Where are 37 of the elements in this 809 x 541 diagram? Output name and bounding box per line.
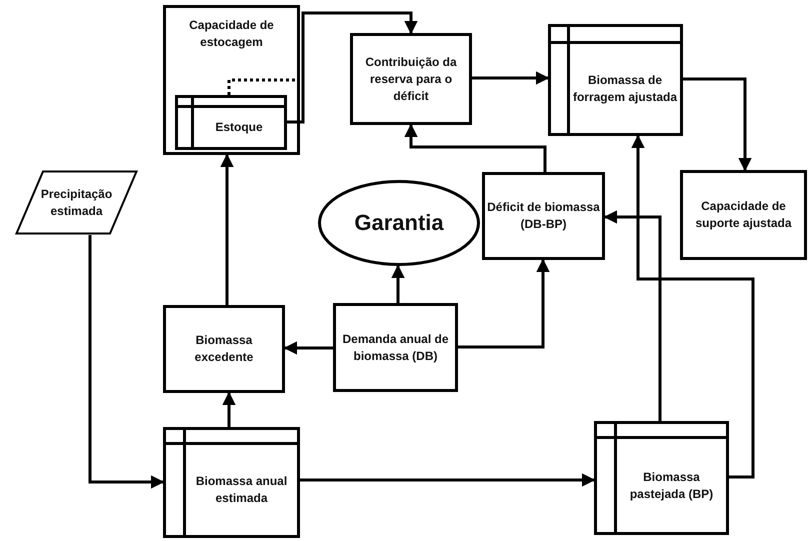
goal-ellipse (318, 180, 480, 266)
arrow (604, 210, 662, 421)
input-parallelogram (15, 170, 138, 235)
process-box (350, 33, 472, 125)
process-box (163, 305, 285, 393)
arrow (391, 264, 405, 303)
node-label: Precipitação estimada (40, 186, 114, 220)
arrow (220, 154, 234, 305)
node-label: Capacidade de suporte ajustada (694, 198, 793, 232)
process-box (680, 170, 807, 260)
node-label: Biomassa anual estimada (194, 473, 288, 507)
node-label: Demanda anual de biomassa (DB) (341, 330, 450, 364)
process-box (482, 172, 605, 260)
arrow (300, 473, 596, 487)
process-box (163, 5, 300, 155)
node-label: Biomassa de forragem ajustada (572, 72, 678, 106)
node-label: Garantia (354, 210, 444, 236)
data-store-box (175, 95, 287, 150)
node-label: Biomassa pastejada (BP) (628, 468, 714, 502)
node-label: Capacidade de estocagem (188, 17, 275, 51)
data-store-box (548, 24, 683, 136)
data-store-box (594, 421, 729, 535)
node-label: Estoque (215, 119, 263, 136)
arrow (88, 235, 164, 489)
arrow (458, 258, 550, 348)
node-label: Déficit de biomassa (DB-BP) (487, 199, 600, 233)
process-box (333, 303, 458, 392)
arrow (683, 78, 752, 172)
arrow (284, 341, 333, 355)
arrow (222, 392, 236, 427)
arrow (287, 12, 418, 124)
node-label: Contribuição da reserva para o déficit (364, 54, 458, 104)
node-label: Biomassa excedente (194, 332, 254, 366)
arrow (472, 71, 550, 85)
data-store-box (163, 427, 300, 538)
arrow (631, 134, 754, 478)
arrow (404, 124, 546, 172)
